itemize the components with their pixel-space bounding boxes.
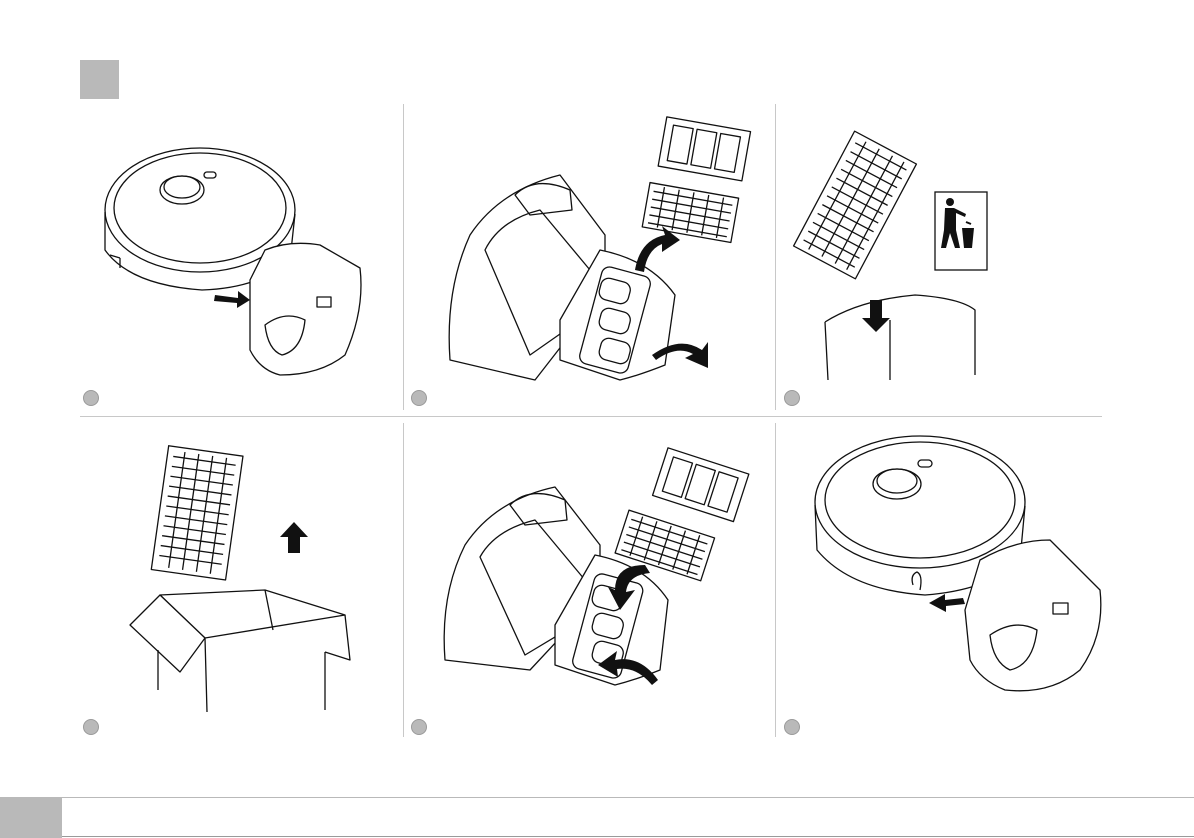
row-divider [80, 416, 1102, 417]
step-3-illustration [790, 130, 1010, 380]
arrow-icon [440, 120, 760, 390]
step-2-illustration [440, 120, 760, 390]
step-5-illustration [440, 445, 760, 705]
page-footer [0, 797, 1194, 838]
dispose-in-bin-icon [790, 130, 1010, 380]
step-badge [411, 390, 427, 406]
panel-divider-vertical [775, 104, 776, 410]
step-badge [83, 390, 99, 406]
page-number-tab [0, 797, 62, 838]
arrow-icon [125, 440, 365, 720]
step-badge [411, 719, 427, 735]
step-6-illustration [805, 440, 1115, 710]
step-1-illustration [90, 150, 390, 380]
section-marker [80, 60, 119, 99]
footer-rule [62, 836, 1194, 837]
step-badge [784, 390, 800, 406]
panel-divider-vertical [775, 423, 776, 737]
arrow-icon [90, 150, 390, 380]
panel-divider-vertical [403, 104, 404, 410]
arrow-icon [440, 445, 760, 705]
step-4-illustration [125, 440, 365, 720]
arrow-icon [805, 440, 1115, 710]
step-badge [83, 719, 99, 735]
step-badge [784, 719, 800, 735]
panel-divider-vertical [403, 423, 404, 737]
